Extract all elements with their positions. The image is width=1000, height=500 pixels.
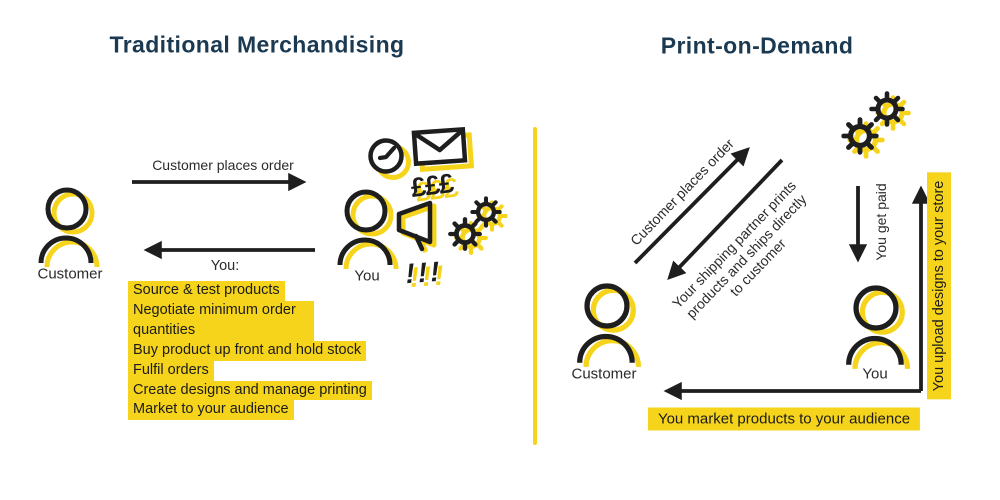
pounds-icon: £££ — [409, 168, 455, 203]
you-label: You — [862, 365, 888, 383]
gears-icon — [844, 94, 909, 157]
person-icon — [849, 288, 908, 369]
divider-line — [533, 127, 537, 445]
market-products-label: You market products to your audience — [647, 407, 921, 431]
envelope-icon — [411, 126, 475, 172]
task-list: Source & test products Negotiate minimum… — [128, 281, 372, 421]
task-item: Market to your audience — [128, 400, 294, 421]
customer-label: Customer — [571, 365, 637, 383]
you-colon-label: You: — [210, 258, 240, 274]
task-item: Buy product up front and hold stock — [128, 340, 367, 361]
person-icon — [580, 286, 639, 367]
upload-designs-label: You upload designs to your store — [927, 172, 951, 400]
task-item: Fulfil orders — [128, 360, 214, 381]
arrows — [132, 147, 931, 401]
task-item: Source & test products — [128, 281, 285, 301]
person-icon — [41, 190, 97, 267]
exclamation-icon: !!! — [404, 255, 444, 290]
you-label: You — [354, 267, 380, 285]
gears-icon — [450, 198, 505, 252]
person-icon — [340, 192, 396, 269]
arrow-shipping-partner — [667, 158, 784, 280]
task-item: Create designs and manage printing — [128, 380, 372, 401]
arrow-customer-order-right — [633, 147, 750, 265]
order-arrow-label: Customer places order — [152, 157, 294, 173]
customer-label: Customer — [37, 265, 103, 283]
megaphone-icon — [396, 200, 437, 254]
right-panel-title: Print-on-Demand — [660, 32, 854, 59]
task-item: Negotiate minimum order quantities — [128, 300, 314, 341]
get-paid-label: You get paid — [873, 183, 889, 261]
clock-icon — [368, 138, 411, 180]
left-panel-title: Traditional Merchandising — [109, 31, 405, 58]
